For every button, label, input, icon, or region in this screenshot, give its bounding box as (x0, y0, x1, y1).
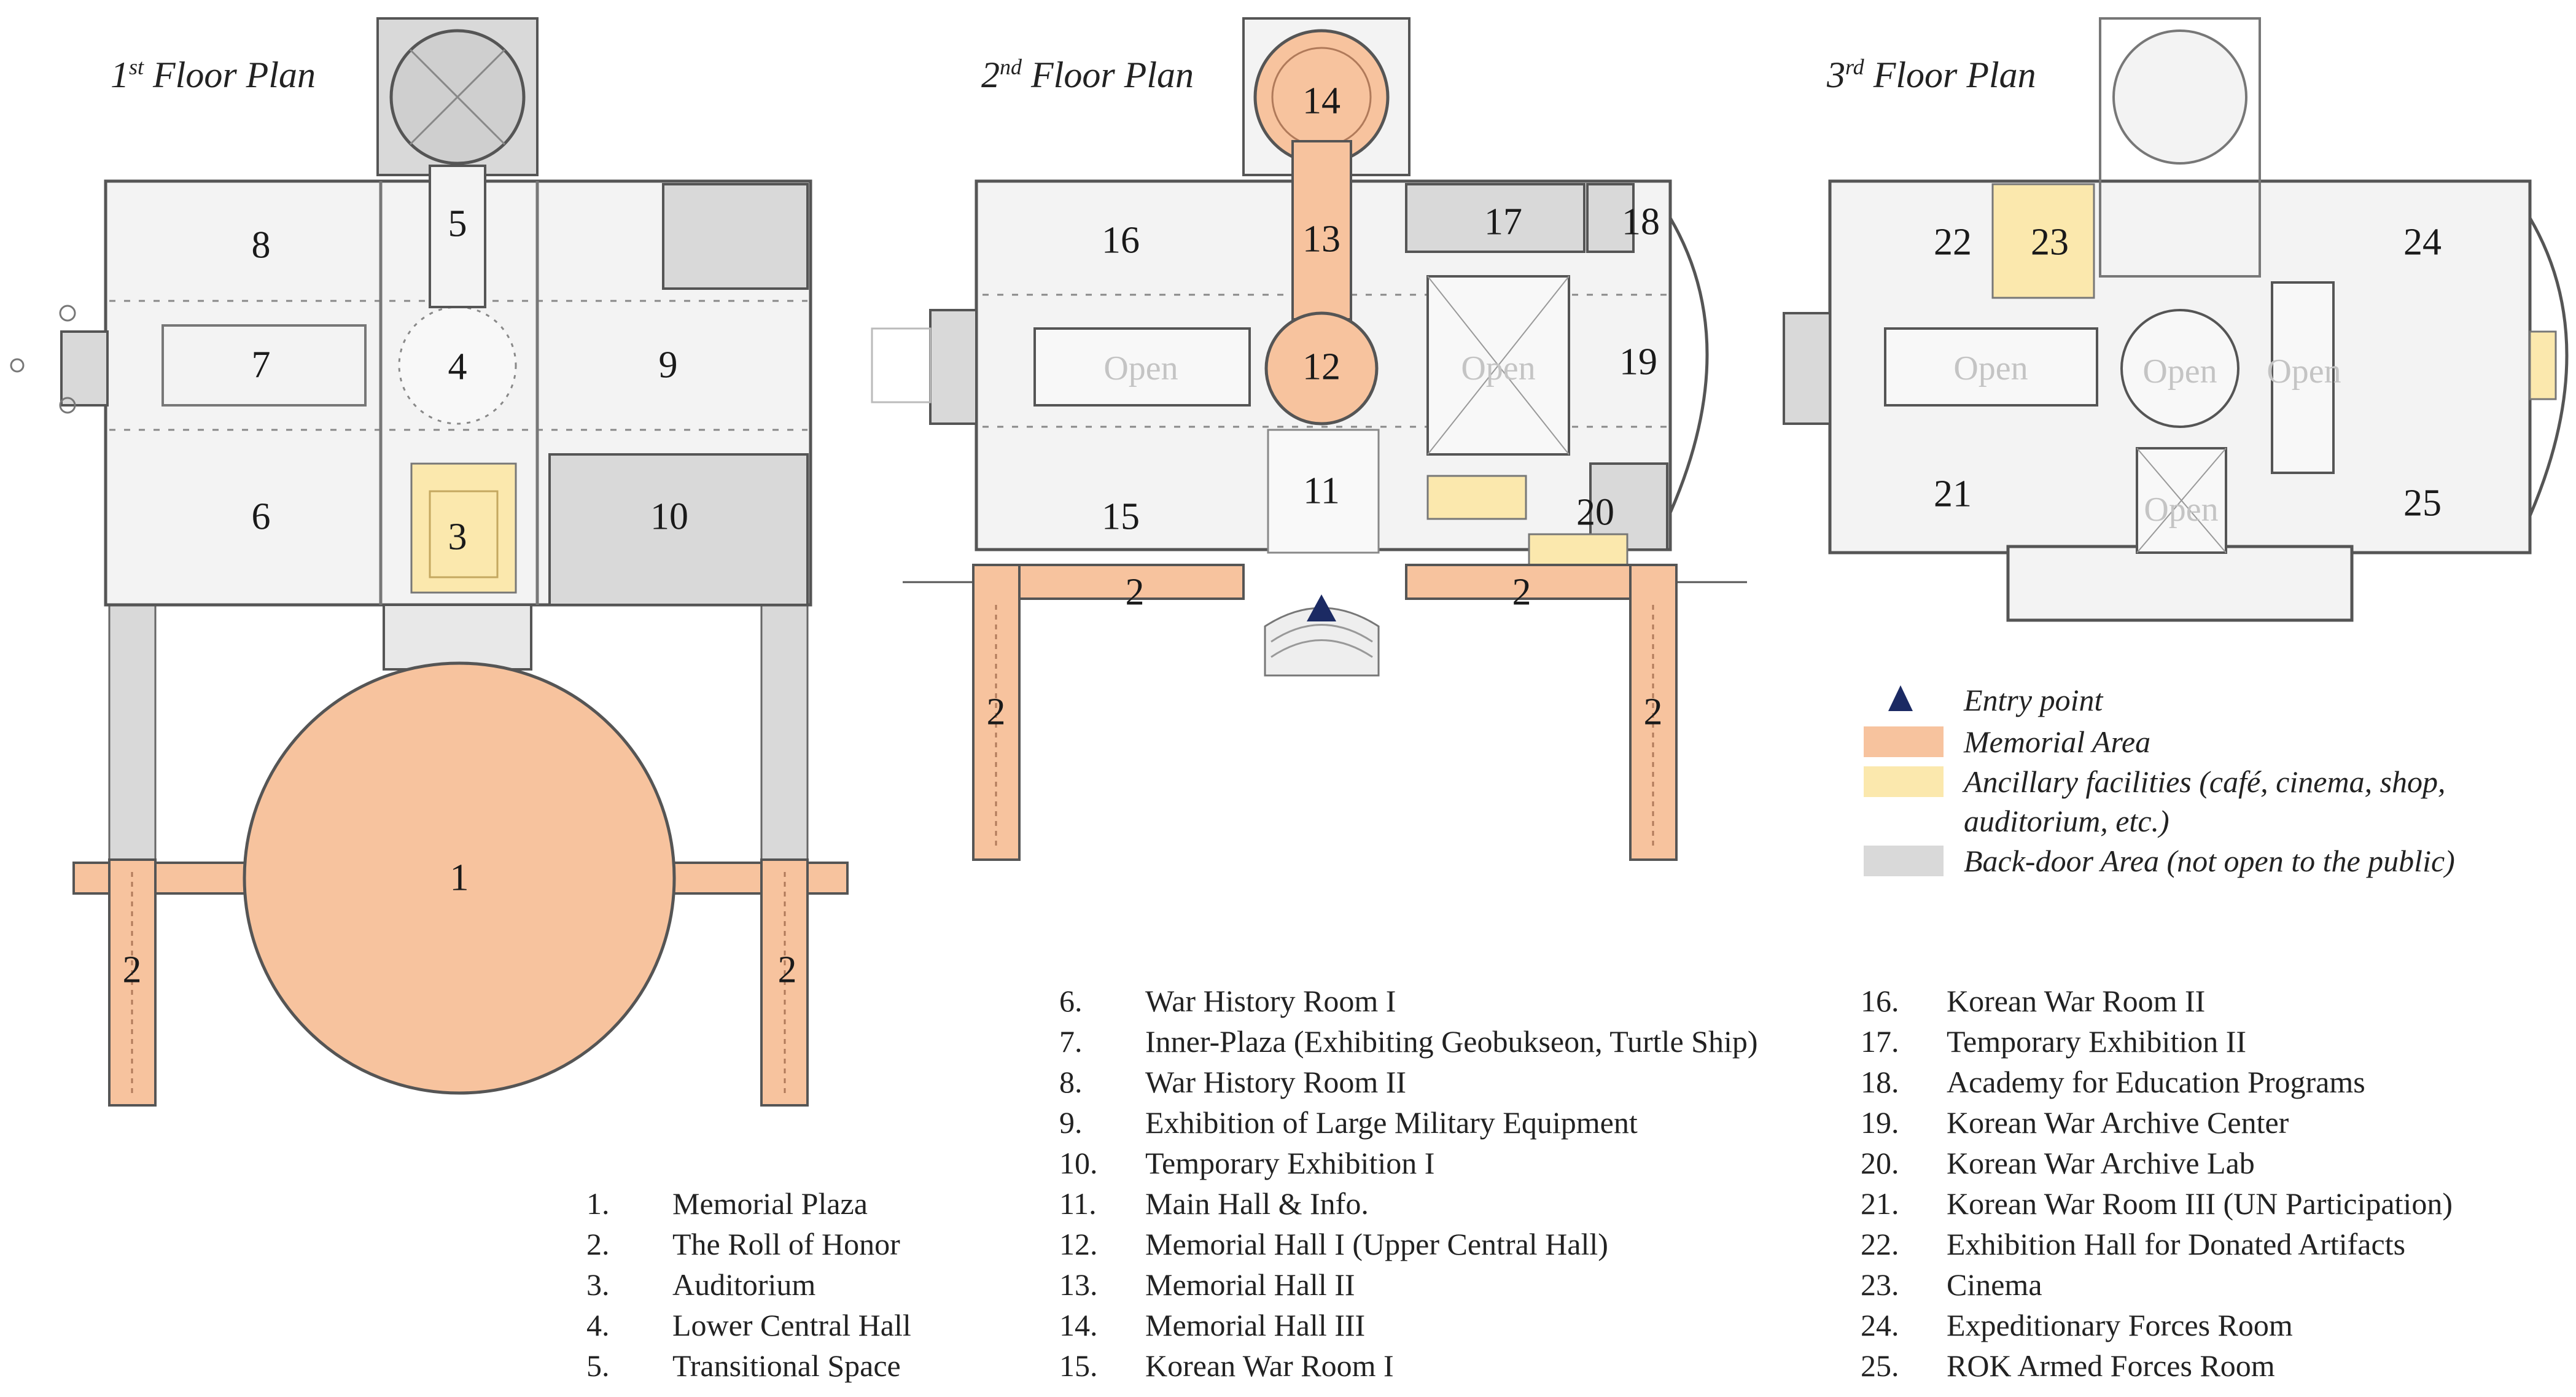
second-floor-plan (871, 17, 1747, 861)
west-annex-f2 (929, 309, 978, 425)
ancillary-swatch (1864, 766, 1944, 797)
entry-steps-f2 (1264, 607, 1380, 677)
open-label: Open (2144, 491, 2219, 529)
open-label: Open (1953, 349, 2028, 387)
room-number: 5 (448, 203, 467, 245)
room-number: 2 (777, 949, 797, 991)
backdoor-strip-right-f1 (760, 601, 809, 861)
open-label: Open (1103, 349, 1178, 387)
room-number: 15 (1102, 496, 1140, 538)
lower-central-hall-circle (398, 306, 517, 425)
rotunda-frame-f3 (2099, 17, 2261, 278)
room-number: 25 (2403, 482, 2442, 524)
first-floor-plan (10, 17, 849, 1107)
triangle-icon (1888, 685, 1913, 711)
cinema-f3 (1991, 183, 2095, 299)
room-number: 18 (1622, 201, 1660, 243)
room-number: 11 (1303, 470, 1340, 512)
roll-of-honor-left-f2 (972, 564, 1021, 861)
room-number: 12 (1302, 346, 1341, 388)
room-number: 13 (1302, 218, 1341, 260)
room-number: 7 (251, 344, 271, 386)
room-number: 14 (1302, 80, 1341, 122)
floor-title-3: 3rd Floor Plan (1827, 55, 2036, 95)
room-number: 2 (1643, 691, 1663, 733)
third-floor-plan (1783, 17, 2569, 622)
backdoor-room-f1-b (548, 453, 809, 606)
backdoor-strip-left-f1 (108, 601, 157, 861)
room-number: 3 (448, 516, 467, 558)
open-court-left-f3 (1884, 327, 2098, 407)
transitional-corridor-f1 (429, 165, 486, 308)
room-number: 9 (658, 344, 678, 386)
floor-title-1: 1st Floor Plan (111, 55, 316, 95)
east-curve-f2 (1668, 217, 1709, 513)
west-annex-f1 (60, 330, 109, 407)
room-number: 21 (1934, 473, 1972, 515)
room-number: 4 (448, 346, 467, 388)
room-number: 2 (1512, 571, 1531, 613)
open-court-right-f3 (2271, 281, 2335, 474)
room-number: 16 (1102, 219, 1140, 262)
room-number: 10 (650, 496, 688, 538)
roll-of-honor-right-f2 (1629, 564, 1678, 861)
open-court-center-f3 (2120, 309, 2239, 428)
room-number: 23 (2031, 221, 2069, 263)
floor-title-2: 2nd Floor Plan (981, 55, 1194, 95)
auditorium-f1 (410, 462, 517, 594)
backdoor-room-f2-a (1405, 183, 1586, 253)
open-label: Open (1461, 349, 1536, 387)
room-number: 17 (1484, 201, 1522, 243)
memorial-hall-i-circle (1264, 311, 1379, 426)
backdoor-room-f1-a (662, 183, 809, 290)
inner-plaza-frame-f1 (161, 324, 367, 407)
room-number: 24 (2403, 221, 2442, 263)
room-number: 22 (1934, 221, 1972, 263)
east-curve-f3 (2528, 217, 2569, 516)
ancillary-f2-a (1426, 475, 1527, 520)
memorial-hall-ii-corridor (1291, 140, 1352, 321)
backdoor-swatch (1864, 846, 1944, 876)
rotunda-circle-f3 (2112, 29, 2247, 165)
ancillary-f3-east (2529, 330, 2557, 400)
room-number: 6 (251, 496, 271, 538)
room-number: 2 (986, 691, 1006, 733)
plaza-connector-f1 (383, 604, 532, 671)
room-number: 8 (251, 224, 271, 267)
room-number: 1 (449, 857, 469, 899)
open-court-left-f2 (1033, 327, 1251, 407)
open-label: Open (2267, 352, 2341, 391)
room-number: 19 (1619, 341, 1657, 383)
room-number: 20 (1576, 491, 1614, 534)
west-annex-f3 (1783, 312, 1831, 425)
room-number: 2 (1125, 571, 1145, 613)
south-extension-f3 (2006, 545, 2354, 622)
backdoor-room-f2-b (1586, 183, 1635, 253)
room-number: 2 (122, 949, 142, 991)
main-hall-f2 (1267, 429, 1380, 554)
open-label: Open (2142, 352, 2217, 391)
memorial-swatch (1864, 726, 1944, 757)
memorial-plaza-circle (243, 661, 676, 1095)
entry-point-marker (1307, 594, 1336, 621)
